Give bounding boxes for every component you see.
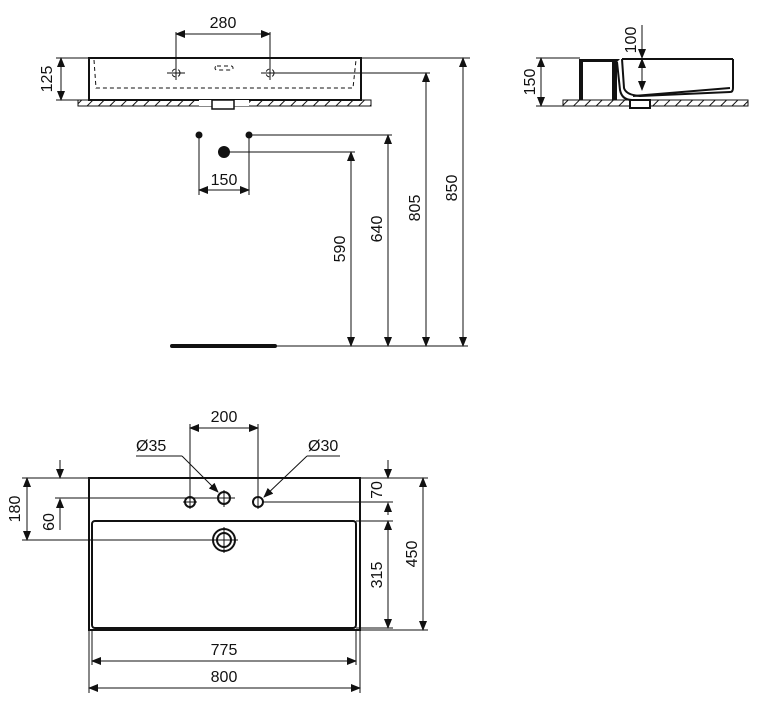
tap-hole-left-icon [167, 32, 185, 80]
dim-640: 640 [369, 216, 386, 243]
dim-775: 775 [211, 642, 238, 659]
dim-805: 805 [407, 195, 424, 222]
plan-view: 200 Ø35 Ø30 180 60 70 315 450 [7, 409, 428, 693]
dim-60: 60 [41, 513, 58, 531]
dim-200: 200 [211, 409, 238, 426]
dim-150-waste: 150 [211, 172, 238, 189]
dim-diameter-30: Ø30 [308, 438, 338, 455]
dim-150-side: 150 [522, 69, 539, 96]
dim-125: 125 [39, 66, 56, 93]
dim-800: 800 [211, 669, 238, 686]
side-elevation-view: 150 100 [522, 25, 749, 109]
front-elevation-view: 280 125 150 590 640 805 850 [39, 15, 470, 348]
dim-280: 280 [210, 15, 237, 32]
dim-diameter-35: Ø35 [136, 438, 166, 455]
dim-100: 100 [623, 27, 640, 54]
dim-450: 450 [404, 541, 421, 568]
waste-outlet-icon [212, 527, 238, 553]
dim-850: 850 [444, 175, 461, 202]
dim-315: 315 [369, 562, 386, 589]
dim-70: 70 [369, 481, 386, 499]
dim-180: 180 [7, 496, 24, 523]
tap-hole-right-icon [261, 32, 430, 80]
dim-590: 590 [332, 236, 349, 263]
